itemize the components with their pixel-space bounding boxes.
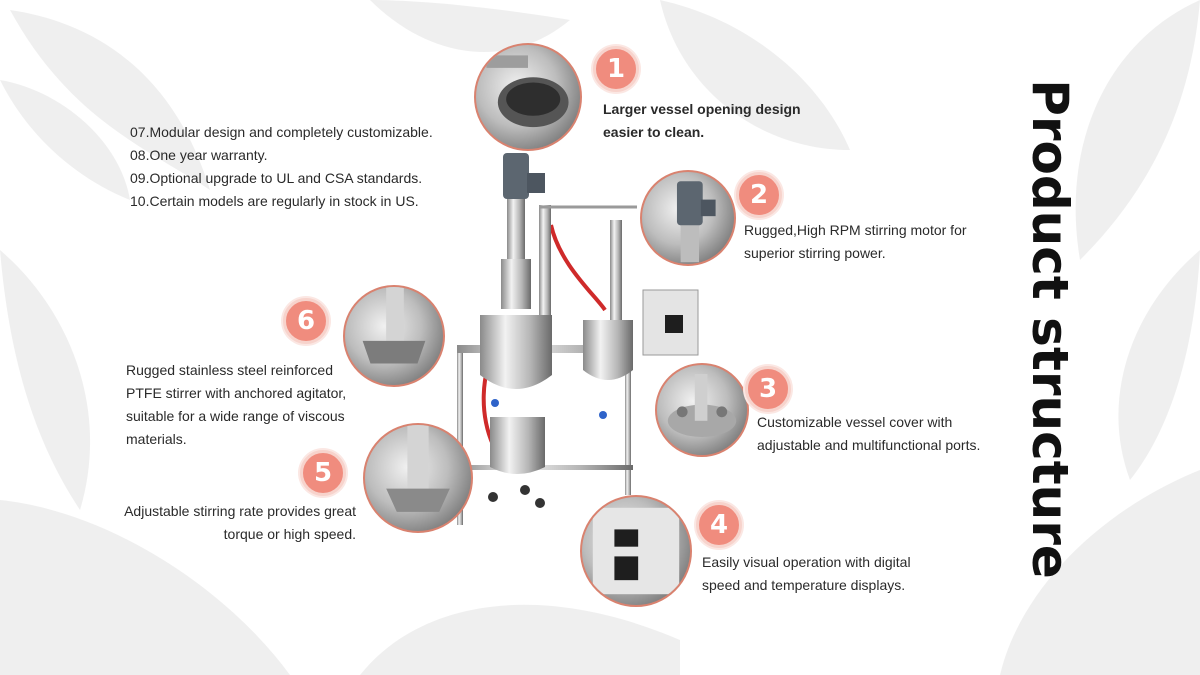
feature-number-badge: 4 [696,502,742,548]
leaf-decoration [0,250,91,510]
page-title: Product structure [1020,79,1080,579]
feature-caption-5: Adjustable stirring rate provides great … [124,503,356,542]
feature-caption-3: Customizable vessel cover with adjustabl… [757,414,981,453]
feature-list-item: 09.Optional upgrade to UL and CSA standa… [130,170,423,186]
vessel-opening-photo [474,43,582,151]
feature-list: 07.Modular design and completely customi… [130,121,433,213]
leaf-decoration [1000,470,1200,675]
leaf-decoration [1118,250,1200,480]
page-title-text: Product structure [1021,79,1079,579]
feature-caption-2: Rugged,High RPM stirring motor for super… [744,222,967,261]
stirring-motor-photo [640,170,736,266]
leaf-decoration [1075,0,1200,260]
vessel-cover-photo [655,363,749,457]
leaf-decoration [0,500,290,675]
feature-list-item: 10.Certain models are regularly in stock… [130,193,419,209]
leaf-decoration [370,0,570,53]
stirrer-speed-photo [363,423,473,533]
leaf-decoration [0,10,210,200]
feature-number-badge: 3 [745,366,791,412]
feature-number-badge: 6 [283,298,329,344]
reactor-illustration [457,153,699,525]
feature-caption-4: Easily visual operation with digital spe… [702,554,911,593]
feature-caption-1: Larger vessel opening design easier to c… [603,101,801,140]
feature-number-badge: 2 [736,172,782,218]
feature-list-item: 08.One year warranty. [130,147,268,163]
ptfe-stirrer-photo [343,285,445,387]
feature-caption-6: Rugged stainless steel reinforced PTFE s… [126,362,347,447]
feature-number-badge: 5 [300,450,346,496]
feature-list-item: 07.Modular design and completely customi… [130,124,433,140]
leaf-decoration [360,604,680,675]
control-panel-photo [580,495,692,607]
feature-number-badge: 1 [593,46,639,92]
leaf-decoration [660,0,850,150]
